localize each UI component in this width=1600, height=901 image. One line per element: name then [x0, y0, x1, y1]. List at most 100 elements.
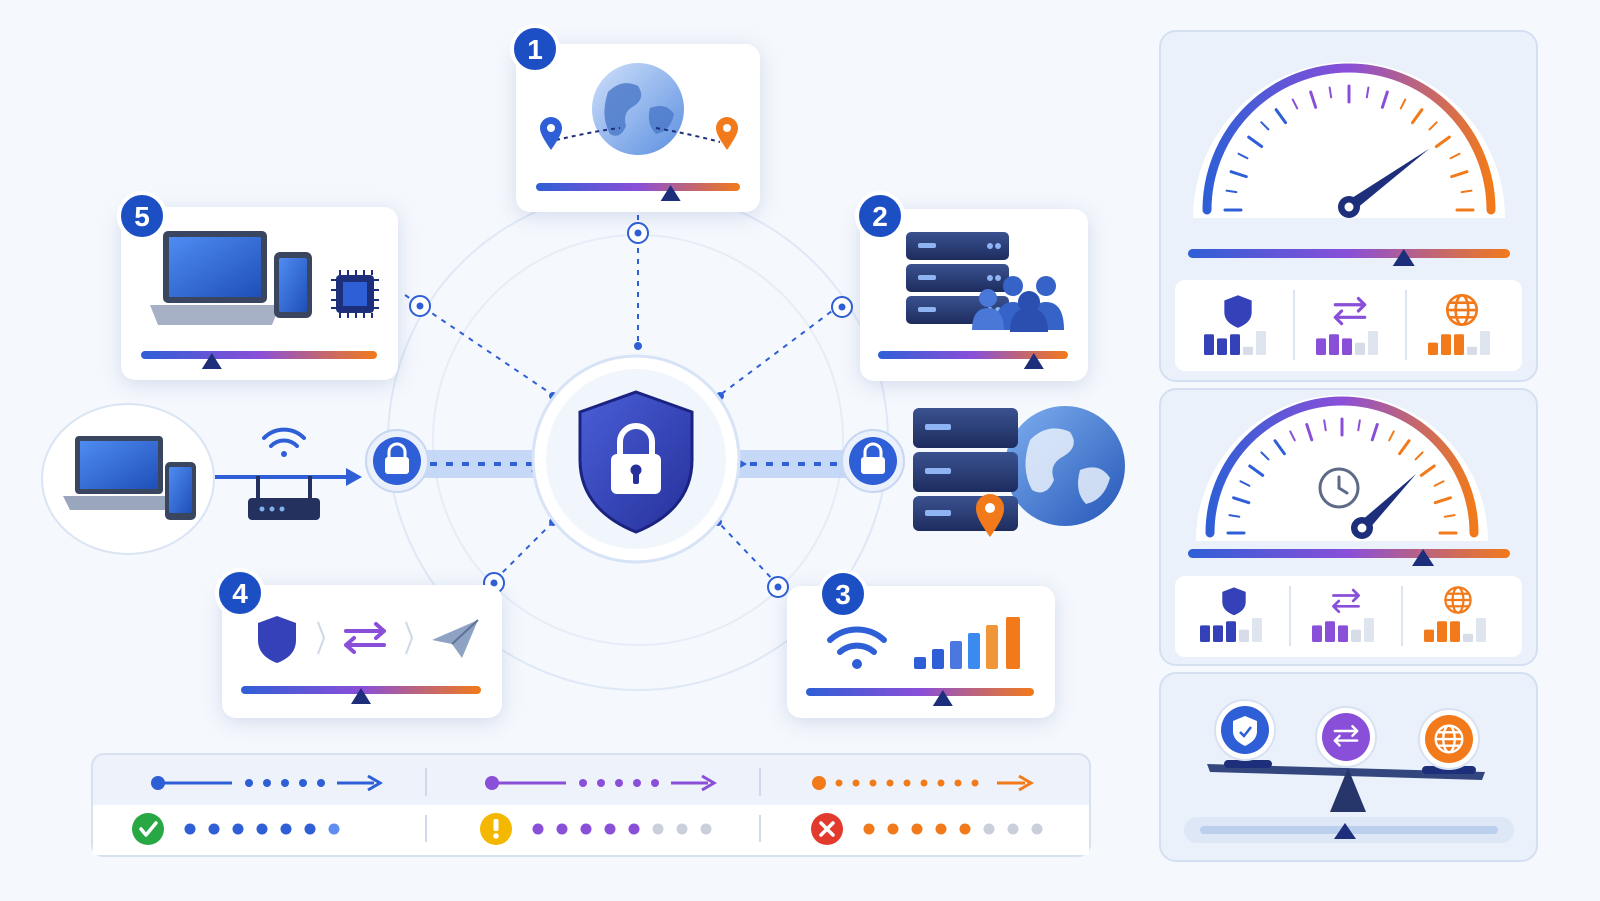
gauge-slider-marker	[1412, 549, 1435, 566]
scale-beam	[1207, 764, 1485, 780]
metric-bar	[1437, 621, 1447, 642]
metrics-row	[1200, 586, 1486, 646]
lock-icon	[385, 442, 409, 474]
gauge-tick	[1414, 451, 1424, 461]
gauge-needle	[1357, 473, 1417, 533]
lock-icon	[861, 442, 885, 474]
legend-start-dot	[485, 776, 499, 790]
svg-text:3: 3	[835, 579, 851, 610]
status-dot-filled	[604, 823, 616, 835]
metric-bar	[1217, 338, 1227, 355]
gauge-tick	[1248, 464, 1265, 477]
step-badge-4: 4	[215, 568, 265, 618]
gauge-tick	[1247, 135, 1264, 149]
status-dot-filled	[628, 823, 640, 835]
status-dot-empty	[676, 823, 688, 835]
location-pin-icon	[540, 117, 562, 150]
shield-icon	[1233, 716, 1257, 746]
balance-token	[1315, 706, 1377, 768]
gauge-tick	[1232, 496, 1251, 505]
status-dot-filled	[280, 823, 292, 835]
svg-text:2: 2	[872, 201, 888, 232]
balance-marker	[1334, 823, 1356, 839]
location-pin-icon	[716, 117, 738, 150]
step-badge-2: 2	[855, 191, 905, 241]
metric-bar	[1342, 338, 1352, 355]
transfer-icon	[344, 622, 386, 654]
latency-gauge	[1188, 395, 1510, 566]
card-2-content	[906, 232, 1064, 332]
status-dot-filled	[184, 823, 196, 835]
gauge-tick	[1399, 98, 1407, 110]
metric-bar	[1316, 338, 1326, 355]
legend-dot	[615, 779, 623, 787]
gauge-tick	[1410, 108, 1424, 125]
gauge-tick	[1450, 170, 1469, 179]
legend-status-1	[132, 813, 340, 845]
lock-node-right	[841, 429, 905, 493]
legend-dot	[835, 779, 843, 787]
globe-icon	[1005, 406, 1125, 526]
legend-dot	[245, 779, 253, 787]
connector-lines	[404, 215, 841, 586]
status-dot-filled	[232, 823, 244, 835]
gauge-tick	[1305, 423, 1314, 442]
metric-bar	[1213, 625, 1223, 642]
balance-panel	[1159, 672, 1538, 862]
gauge-tick	[1428, 121, 1438, 131]
gauge-tick	[1309, 90, 1318, 109]
metric-bar	[1256, 331, 1266, 355]
metric-bar	[1355, 342, 1365, 355]
legend-dot	[937, 779, 945, 787]
legend-dot	[579, 779, 587, 787]
gauge-slider-track	[1188, 249, 1510, 258]
gauge-tick	[1419, 464, 1436, 477]
step-badges: 1 2 3 4 5	[117, 24, 905, 619]
gauge-tick	[1433, 480, 1445, 487]
globe-icon	[1444, 586, 1472, 614]
slider-marker	[351, 688, 371, 704]
legend-dot	[317, 779, 325, 787]
connector-nodes	[409, 222, 853, 598]
status-dot-filled	[208, 823, 220, 835]
legend-dot	[299, 779, 307, 787]
card-step-3	[787, 586, 1055, 718]
balance-token	[1214, 699, 1276, 761]
card-sliders	[141, 183, 1068, 706]
metric-bar	[1338, 625, 1348, 642]
legend-start-dot	[812, 776, 826, 790]
balance-token	[1418, 708, 1480, 770]
gauge-tick	[1237, 152, 1249, 160]
gauge-hub-center	[1344, 202, 1354, 212]
step-badge-5: 5	[117, 191, 167, 241]
gauge-tick	[1273, 439, 1286, 456]
slider-step-5	[141, 351, 377, 369]
metric-bar	[1467, 346, 1477, 355]
gauge-slider-marker	[1392, 249, 1415, 266]
legend-dot	[651, 779, 659, 787]
gauge-slider-track	[1188, 549, 1510, 558]
status-dot-filled	[556, 823, 568, 835]
gauge-tick	[1433, 496, 1452, 505]
warning-icon	[480, 813, 512, 845]
legend-dot	[869, 779, 877, 787]
destination-servers	[913, 406, 1125, 537]
slider-marker	[201, 353, 222, 369]
gauge-panel-1	[1159, 30, 1538, 382]
chip-icon	[331, 270, 379, 318]
globe-icon	[1445, 293, 1479, 327]
legend-status-3	[811, 813, 1043, 845]
card-step-4	[222, 585, 502, 718]
wifi-icon	[827, 626, 887, 669]
send-icon	[432, 619, 479, 658]
status-dot-empty	[1031, 823, 1043, 835]
metric-bar	[1424, 629, 1434, 642]
status-dot-filled	[911, 823, 923, 835]
gauge-arc	[1205, 396, 1479, 538]
users-icon	[972, 276, 1064, 332]
status-dot-filled	[935, 823, 947, 835]
legend-status-row	[132, 813, 1043, 845]
status-dot-filled	[304, 823, 316, 835]
slider-step-3	[806, 688, 1034, 706]
metric-bar	[1450, 621, 1460, 642]
